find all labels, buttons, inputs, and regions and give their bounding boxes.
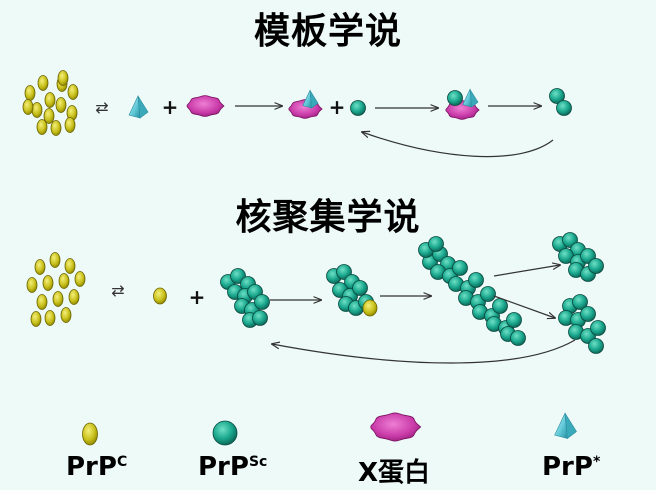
nucleation-theory-row: ⇄+ bbox=[26, 232, 606, 364]
prpc-molecule bbox=[31, 102, 43, 118]
legend-label-xprotein: X蛋白 bbox=[358, 458, 431, 488]
x-protein bbox=[370, 412, 422, 442]
template-theory-title: 模板学说 bbox=[253, 11, 402, 52]
prpsc-molecule bbox=[572, 294, 588, 310]
prpsc-molecule bbox=[352, 280, 368, 296]
prpc-molecule bbox=[34, 259, 46, 275]
prpc-molecule bbox=[42, 275, 54, 291]
prpc-molecule bbox=[26, 277, 38, 293]
legend bbox=[82, 412, 577, 446]
prpsc-molecule bbox=[252, 310, 268, 326]
reaction-arrow bbox=[493, 265, 560, 277]
prpc-molecule bbox=[55, 97, 67, 113]
prpc-molecule bbox=[68, 289, 80, 305]
template-theory-row: ⇄ + + bbox=[22, 70, 572, 158]
prpsc-molecule bbox=[510, 330, 526, 346]
prpc-molecule bbox=[36, 294, 48, 310]
legend-label-prpstar: PrP* bbox=[542, 452, 601, 482]
prpsc-molecule bbox=[452, 260, 468, 276]
prpstar-molecule bbox=[554, 412, 577, 440]
x-protein bbox=[186, 95, 225, 117]
prpsc-molecule bbox=[254, 294, 270, 310]
prpsc-molecule bbox=[506, 312, 522, 328]
prpsc-molecule bbox=[428, 236, 444, 252]
prpc-molecule bbox=[58, 273, 70, 289]
prpsc-molecule bbox=[588, 338, 604, 354]
plus-sign: + bbox=[329, 95, 346, 119]
prpc-molecule bbox=[44, 310, 56, 326]
prpc-molecule bbox=[52, 291, 64, 307]
prpstar-molecule bbox=[302, 89, 319, 109]
equilibrium-arrow: ⇄ bbox=[111, 281, 124, 300]
prpc-molecule bbox=[153, 287, 167, 305]
prpstar-molecule bbox=[462, 88, 479, 108]
legend-label-prpc: PrPC bbox=[66, 452, 128, 482]
prpsc-molecule bbox=[549, 88, 565, 104]
prpc-molecule bbox=[64, 258, 76, 274]
recycle-arrow bbox=[272, 339, 576, 364]
prpsc-molecule bbox=[590, 320, 606, 336]
prpc-molecule bbox=[37, 75, 49, 91]
plus-sign: + bbox=[189, 285, 206, 309]
prpc-molecule bbox=[30, 311, 42, 327]
recycle-arrow bbox=[362, 132, 554, 158]
prpsc-molecule bbox=[468, 272, 484, 288]
prpc-molecule bbox=[60, 307, 72, 323]
legend-label-prpsc: PrPSc bbox=[198, 452, 268, 482]
prpsc-molecule bbox=[580, 306, 596, 322]
prpc-molecule bbox=[24, 85, 36, 101]
nucleation-theory-title: 核聚集学说 bbox=[235, 197, 421, 238]
reaction-arrow bbox=[493, 295, 555, 318]
prpsc-molecule bbox=[492, 298, 508, 314]
prpsc-molecule bbox=[447, 90, 463, 106]
prpstar-face bbox=[564, 413, 577, 440]
prpsc-molecule bbox=[588, 258, 604, 274]
prpc-molecule bbox=[82, 422, 98, 446]
prpstar-molecule bbox=[128, 94, 149, 119]
prpc-molecule bbox=[50, 120, 62, 136]
prpsc-molecule bbox=[556, 100, 572, 116]
equilibrium-arrow: ⇄ bbox=[95, 98, 108, 117]
prpc-molecule bbox=[64, 117, 76, 133]
prpstar-face bbox=[137, 95, 149, 119]
prpstar-face bbox=[469, 89, 479, 108]
prpc-molecule bbox=[36, 119, 48, 135]
prpc-molecule bbox=[49, 252, 61, 268]
prpc-molecule bbox=[44, 92, 56, 108]
plus-sign: + bbox=[162, 95, 179, 119]
prpsc-molecule bbox=[350, 100, 366, 116]
prpc-molecule bbox=[43, 108, 55, 124]
prpc-molecule bbox=[67, 84, 79, 100]
prpstar-face bbox=[309, 90, 319, 109]
prpc-molecule bbox=[57, 70, 69, 86]
prpsc-molecule bbox=[212, 420, 238, 446]
prpc-molecule bbox=[74, 271, 86, 287]
prpc-molecule bbox=[362, 299, 378, 317]
prpc-molecule bbox=[22, 99, 34, 115]
prpsc-molecule bbox=[480, 286, 496, 302]
